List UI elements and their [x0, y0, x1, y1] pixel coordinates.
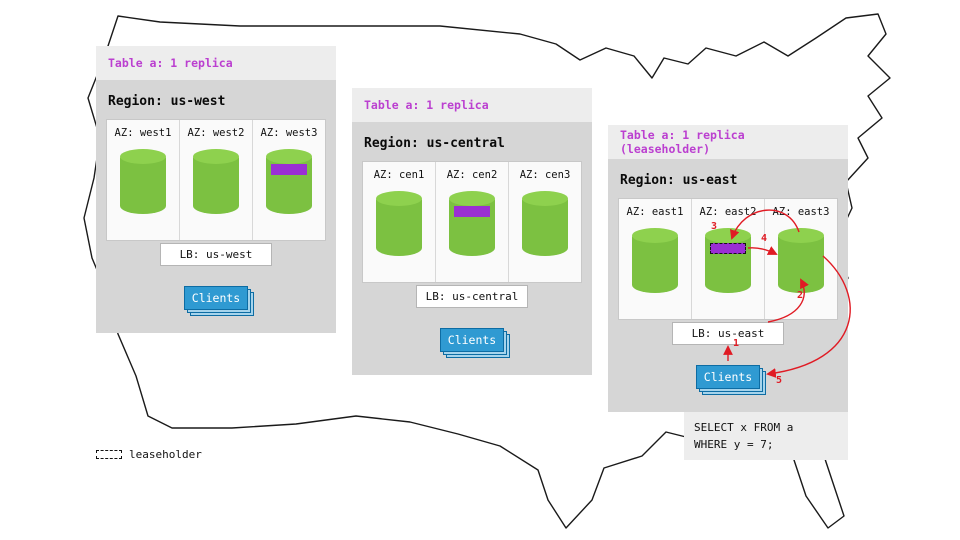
flow-step-label: 5: [776, 375, 783, 386]
table-label: Table a: 1 replica: [352, 88, 592, 122]
az-label: AZ: east3: [772, 206, 830, 218]
region-title: Region: us-west: [108, 94, 226, 109]
replica-band: [454, 206, 490, 217]
az-label: AZ: cen3: [519, 169, 571, 181]
sql-query-box: SELECT x FROM a WHERE y = 7;: [684, 412, 848, 461]
cylinder-top: [193, 149, 239, 164]
legend: leaseholder: [96, 448, 202, 461]
az-label: AZ: west3: [260, 127, 318, 139]
az-column: AZ: east1: [619, 199, 691, 319]
az-box: AZ: west1 AZ: west2 AZ: west3: [106, 119, 326, 241]
az-column: AZ: cen2: [435, 162, 508, 282]
az-column: AZ: cen1: [363, 162, 435, 282]
az-label: AZ: cen2: [446, 169, 498, 181]
region-body: Region: us-west AZ: west1 AZ: west2: [96, 80, 336, 333]
database-cylinder-icon: [778, 228, 824, 293]
region-body: Region: us-east AZ: east1 AZ: east2: [608, 159, 848, 412]
flow-step-label: 3: [711, 221, 718, 232]
az-column: AZ: cen3: [508, 162, 581, 282]
clients-box: Clients: [696, 365, 760, 389]
flow-step-label: 1: [733, 338, 740, 349]
az-column: AZ: west2: [179, 120, 252, 240]
az-box: AZ: east1 AZ: east2 AZ: east3: [618, 198, 838, 320]
region-title: Region: us-central: [364, 136, 505, 151]
database-cylinder-icon: [449, 191, 495, 256]
load-balancer-box: LB: us-central: [416, 285, 528, 308]
az-label: AZ: east2: [699, 206, 757, 218]
region-panel-us-west: Table a: 1 replica Region: us-west AZ: w…: [96, 46, 336, 333]
legend-label: leaseholder: [129, 448, 202, 461]
leaseholder-swatch-icon: [96, 450, 122, 459]
sql-line: WHERE y = 7;: [694, 438, 774, 452]
table-label: Table a: 1 replica (leaseholder): [608, 125, 848, 159]
cylinder-top: [632, 228, 678, 243]
az-label: AZ: cen1: [373, 169, 425, 181]
az-box: AZ: cen1 AZ: cen2 AZ: cen3: [362, 161, 582, 283]
az-column: AZ: west1: [107, 120, 179, 240]
cylinder-top: [449, 191, 495, 206]
load-balancer-box: LB: us-west: [160, 243, 272, 266]
cylinder-top: [120, 149, 166, 164]
database-cylinder-icon: [705, 228, 751, 293]
az-label: AZ: west1: [114, 127, 172, 139]
replica-band: [271, 164, 307, 175]
database-cylinder-icon: [193, 149, 239, 214]
region-body: Region: us-central AZ: cen1 AZ: cen2: [352, 122, 592, 375]
clients-box: Clients: [184, 286, 248, 310]
flow-step-label: 4: [761, 233, 768, 244]
az-label: AZ: east1: [626, 206, 684, 218]
database-cylinder-icon: [522, 191, 568, 256]
cylinder-top: [522, 191, 568, 206]
database-cylinder-icon: [376, 191, 422, 256]
cylinder-top: [266, 149, 312, 164]
region-panel-us-east: Table a: 1 replica (leaseholder) Region:…: [608, 125, 848, 412]
flow-step-label: 2: [797, 290, 804, 301]
database-cylinder-icon: [632, 228, 678, 293]
region-panel-us-central: Table a: 1 replica Region: us-central AZ…: [352, 88, 592, 375]
cylinder-top: [376, 191, 422, 206]
database-cylinder-icon: [120, 149, 166, 214]
load-balancer-box: LB: us-east: [672, 322, 784, 345]
az-column: AZ: east3: [764, 199, 837, 319]
region-title: Region: us-east: [620, 173, 738, 188]
clients-box: Clients: [440, 328, 504, 352]
sql-line: SELECT x FROM a: [694, 421, 794, 434]
table-label: Table a: 1 replica: [96, 46, 336, 80]
leaseholder-band: [710, 243, 746, 254]
az-column: AZ: west3: [252, 120, 325, 240]
database-cylinder-icon: [266, 149, 312, 214]
az-label: AZ: west2: [187, 127, 245, 139]
az-column: AZ: east2: [691, 199, 764, 319]
cylinder-top: [778, 228, 824, 243]
